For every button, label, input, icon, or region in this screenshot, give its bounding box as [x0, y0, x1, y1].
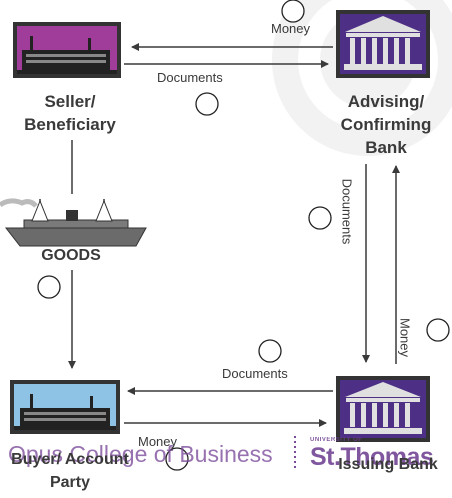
issuing-bank-label: Issuing Bank: [338, 456, 438, 473]
documents-label-top: Documents: [157, 70, 223, 85]
goods-label: GOODS: [41, 247, 101, 264]
advising-bank-icon: [336, 10, 430, 78]
seller-factory-icon: [13, 22, 121, 78]
documents-label-bottom: Documents: [222, 366, 288, 381]
money-label-bottom: Money: [138, 434, 178, 449]
seller-label-line1: Seller/: [44, 92, 96, 111]
money-label-top: Money: [271, 21, 311, 36]
step-marker[interactable]: [281, 0, 305, 23]
issuing-bank-icon: [336, 376, 430, 442]
money-label-right: Money: [397, 317, 413, 358]
college-watermark: Opus College of Business: [8, 441, 273, 467]
seller-label-line2: Beneficiary: [24, 115, 116, 134]
buyer-label-line2: Party: [49, 474, 91, 491]
buyer-label: Buyer/ Account Party: [2, 448, 138, 494]
step-marker[interactable]: [426, 318, 450, 342]
advising-bank-label-line3: Bank: [365, 138, 407, 157]
seller-label: Seller/ Beneficiary: [12, 90, 128, 136]
step-marker[interactable]: [165, 447, 189, 471]
university-of-text: UNIVERSITY OF: [310, 437, 363, 443]
advising-bank-label-line2: Confirming: [340, 115, 432, 134]
ship-icon: [0, 198, 147, 247]
step-marker[interactable]: [195, 92, 219, 116]
buyer-factory-icon: [10, 380, 120, 434]
documents-label-right: Documents: [339, 178, 355, 245]
buyer-label-line1: Buyer/ Account: [11, 451, 129, 468]
st-thomas-text: St.Thomas: [310, 443, 434, 471]
advising-bank-label-line1: Advising/: [347, 92, 425, 111]
step-marker[interactable]: [37, 275, 61, 299]
st-thomas-logo: UNIVERSITY OF St.Thomas: [310, 436, 434, 471]
step-marker[interactable]: [258, 339, 282, 363]
step-marker[interactable]: [308, 206, 332, 230]
advising-bank-label: Advising/ Confirming Bank: [330, 90, 442, 159]
